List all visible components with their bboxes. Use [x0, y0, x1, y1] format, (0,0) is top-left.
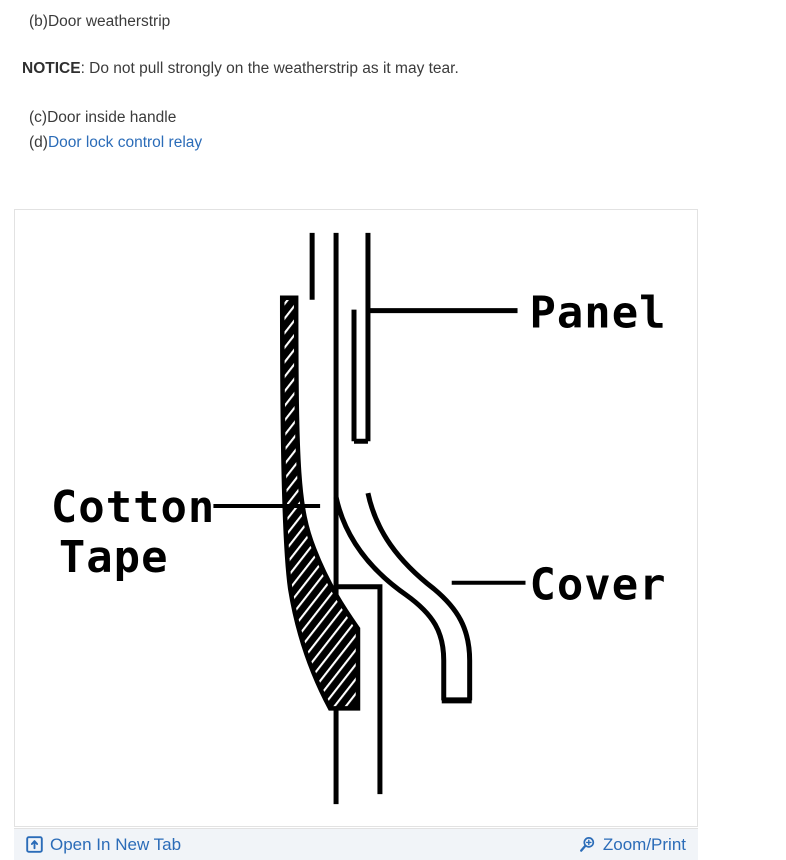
list-item-c: (c)Door inside handle [0, 80, 786, 129]
open-in-new-tab-label: Open In New Tab [50, 835, 182, 854]
cover-lower-bracket [336, 584, 383, 795]
cotton-tape-outline [279, 295, 361, 711]
list-item-b: (b)Door weatherstrip [0, 0, 786, 33]
door-panel-cross-section-diagram: Panel Cotton Tape Cover [51, 232, 666, 805]
instruction-text-block: (b)Door weatherstrip NOTICE: Do not pull… [0, 0, 786, 154]
notice-paragraph: NOTICE: Do not pull strongly on the weat… [0, 33, 786, 80]
list-item-c-marker: (c) [29, 108, 48, 126]
list-item-b-label: Door weatherstrip [47, 13, 171, 30]
open-in-new-tab-button[interactable]: Open In New Tab [26, 836, 181, 853]
cover-outer-edge [365, 492, 473, 701]
notice-separator: : [80, 59, 85, 77]
door-lock-control-relay-link[interactable]: Door lock control relay [47, 133, 203, 151]
panel-label: Panel [529, 288, 666, 339]
diagram-ink: Panel Cotton Tape Cover [51, 232, 666, 805]
list-item-c-label: Door inside handle [47, 108, 177, 126]
open-in-new-tab-icon [26, 836, 43, 853]
notice-text: Do not pull strongly on the weatherstrip… [84, 59, 459, 77]
zoom-print-button[interactable]: Zoom/Print [579, 836, 686, 853]
cotton-tape-label-line2: Tape [59, 532, 169, 583]
notice-label: NOTICE [22, 59, 81, 77]
figure-container: Panel Cotton Tape Cover [14, 209, 698, 827]
cotton-tape-label-line1: Cotton [51, 482, 215, 533]
zoom-print-label: Zoom/Print [602, 835, 686, 854]
cover-label: Cover [529, 560, 666, 611]
cover-inner-edge [333, 496, 447, 701]
list-item-d: (d)Door lock control relay [0, 129, 786, 154]
magnifier-plus-icon [579, 836, 596, 853]
list-item-d-marker: (d) [29, 133, 48, 151]
image-toolbar: Open In New Tab Zoom/Print [14, 828, 698, 860]
list-item-b-marker: (b) [29, 13, 48, 30]
